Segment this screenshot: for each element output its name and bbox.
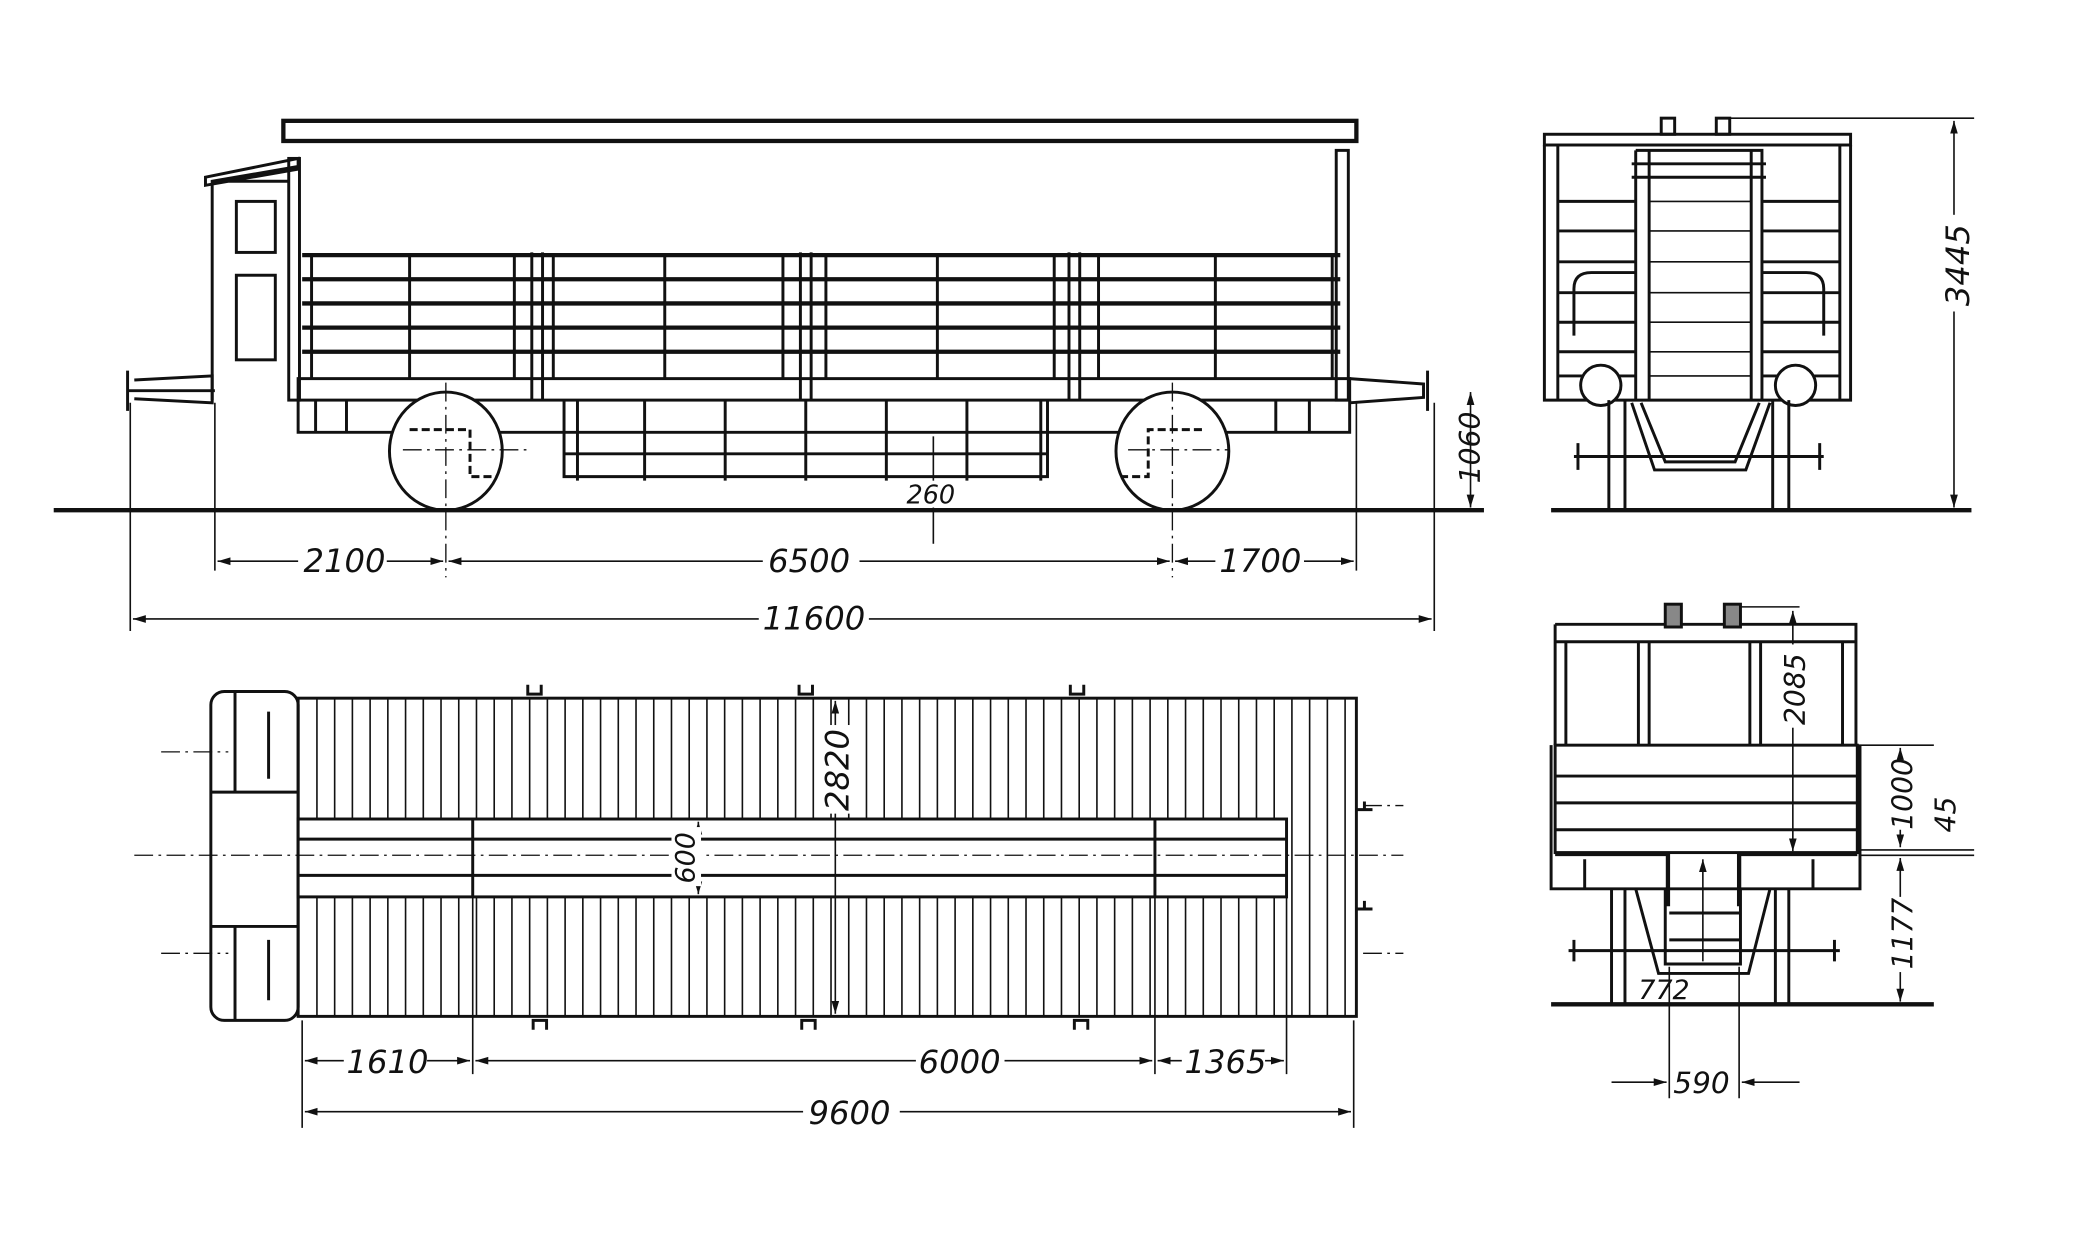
dim-2820: 2820 [819, 729, 857, 811]
side-elevation-view: 2100 6500 1700 11600 1060 260 [53, 118, 1487, 638]
plan-centerlines [134, 751, 1404, 954]
section-extension-lines [1668, 966, 1740, 1099]
sole-bar [296, 377, 1352, 402]
cab-window-lower [234, 273, 277, 362]
dim-6000: 6000 [919, 1043, 1001, 1081]
center-strip [296, 817, 1289, 899]
buffer-left [1579, 363, 1623, 407]
coupler-left [126, 370, 215, 411]
axlebox-right [1121, 428, 1202, 479]
section-frame [1549, 745, 1862, 891]
section-axle [1568, 939, 1840, 962]
cab-window-upper [234, 199, 277, 254]
dim-772: 772 [1638, 975, 1689, 1006]
roof [281, 118, 1359, 144]
section-undergear [1610, 888, 1791, 1005]
dim-11600: 11600 [763, 600, 866, 638]
section-top [1553, 622, 1858, 746]
dim-260: 260 [906, 480, 955, 510]
roof-vent-right [1714, 116, 1732, 136]
buffer-right [1773, 363, 1818, 407]
extension-lines [129, 402, 1436, 632]
end-section-view: 2085 1000 45 1177 772 590 [1549, 602, 1975, 1100]
dim-3445: 3445 [1939, 224, 1977, 306]
dim-1700: 1700 [1219, 542, 1301, 580]
section-side [1553, 743, 1859, 855]
dim-590: 590 [1673, 1066, 1729, 1100]
section-ref-lines [1740, 606, 1975, 1006]
plan-cab-detail [210, 691, 299, 1021]
dim-1610: 1610 [346, 1043, 428, 1081]
side-stanchions [310, 252, 1334, 401]
dim-2085: 2085 [1779, 653, 1812, 725]
dim-1000: 1000 [1886, 758, 1919, 830]
end-elevation-view: 3445 [1542, 116, 1977, 513]
dim-9600: 9600 [808, 1094, 890, 1132]
roof-vent-left [1659, 116, 1677, 136]
end-post-right [1334, 148, 1350, 402]
dim-1060: 1060 [1454, 412, 1487, 484]
end-post-left [287, 156, 301, 402]
handrail [1572, 271, 1826, 336]
plan-view: 2820 600 1610 6000 1365 9600 [134, 684, 1404, 1132]
plan-extension-lines [301, 896, 1355, 1128]
dim-1365: 1365 [1184, 1043, 1266, 1081]
roof-vent-right [1722, 602, 1742, 629]
axle-centerline [402, 382, 1229, 578]
dim-45: 45 [1929, 797, 1962, 833]
dim-2100: 2100 [304, 542, 386, 580]
side-rails [302, 252, 1341, 354]
end-rails [1557, 199, 1840, 378]
end-roof [1542, 132, 1853, 147]
underframe-posts [314, 400, 1311, 481]
axlebox-left [409, 428, 497, 479]
stake-pockets [526, 684, 1373, 1030]
section-side-planks [1555, 774, 1858, 832]
end-body [1542, 145, 1853, 402]
dim-6500: 6500 [768, 542, 850, 580]
roof-vent-left [1663, 602, 1683, 629]
end-door-frame [1631, 148, 1766, 401]
cab [203, 156, 300, 401]
dim-600: 600 [670, 832, 701, 883]
coupler-right [1349, 370, 1430, 411]
center-strip-joints [298, 819, 1287, 897]
dim-1177: 1177 [1886, 898, 1919, 970]
end-axle [1573, 443, 1824, 470]
